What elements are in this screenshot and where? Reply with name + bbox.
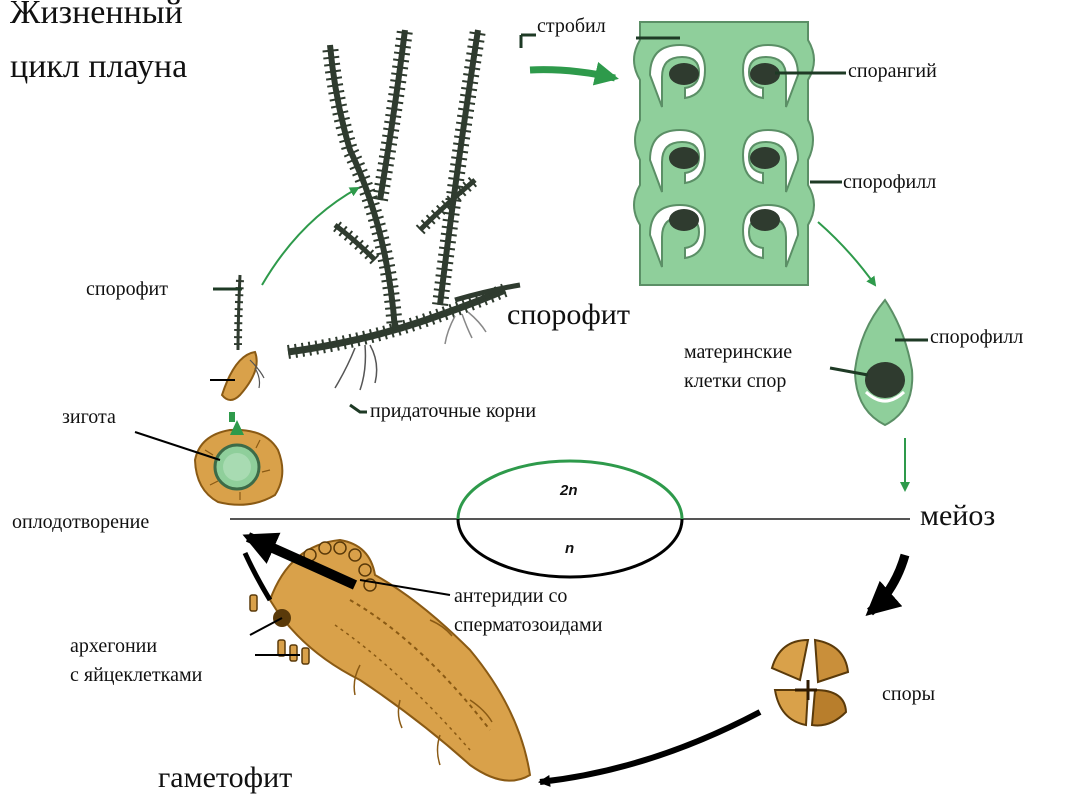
arrow-young-to-mature-sporophyte	[262, 188, 358, 285]
label-antheridia-line-2: сперматозоидами	[454, 614, 602, 636]
label-zygote: зигота	[62, 406, 116, 428]
label-archegonia-line-2: с яйцеклетками	[70, 664, 202, 686]
label-mother-cells-line-1: материнские	[684, 341, 792, 363]
arrow-archegonia-to-fertilization	[245, 553, 270, 600]
label-meiosis: мейоз	[920, 500, 995, 532]
label-sporophyll-leaf: спорофилл	[930, 326, 1023, 348]
label-antheridia-line-1: антеридии со	[454, 585, 567, 607]
zygote-illustration	[195, 420, 282, 505]
label-sporangium: спорангий	[848, 60, 937, 82]
label-sporophyte-big: спорофит	[507, 299, 630, 331]
label-fertilization: оплодотворение	[12, 511, 149, 533]
title-line-1: Жизненный	[10, 0, 183, 32]
gametophyte-illustration	[250, 540, 530, 781]
label-strobil: стробил	[537, 15, 606, 37]
arrow-meiosis-to-spores	[870, 555, 905, 612]
sporophyll-leaf	[855, 300, 912, 425]
strobilus-section	[634, 22, 814, 285]
label-mother-cells-line-2: клетки спор	[684, 370, 786, 392]
label-spores: споры	[882, 683, 935, 705]
arrow-strobilus-to-sporophyll	[818, 222, 875, 285]
arrow-spores-to-gametophyte	[540, 712, 760, 782]
mature-sporophyte-plant	[288, 30, 520, 390]
label-adventitious-roots: придаточные корни	[370, 400, 536, 422]
label-ploidy-2n: 2n	[560, 480, 578, 502]
label-sporophyte-small: спорофит	[86, 278, 168, 300]
label-archegonia-line-1: архегонии	[70, 635, 157, 657]
title-line-2: цикл плауна	[10, 48, 187, 86]
spore-tetrad	[772, 640, 848, 725]
young-sporophyte	[210, 275, 264, 400]
label-gametophyte: гаметофит	[158, 762, 292, 794]
label-sporophyll-top: спорофилл	[843, 171, 936, 193]
label-ploidy-n: n	[565, 538, 574, 560]
arrow-plant-to-strobilus	[530, 70, 615, 78]
